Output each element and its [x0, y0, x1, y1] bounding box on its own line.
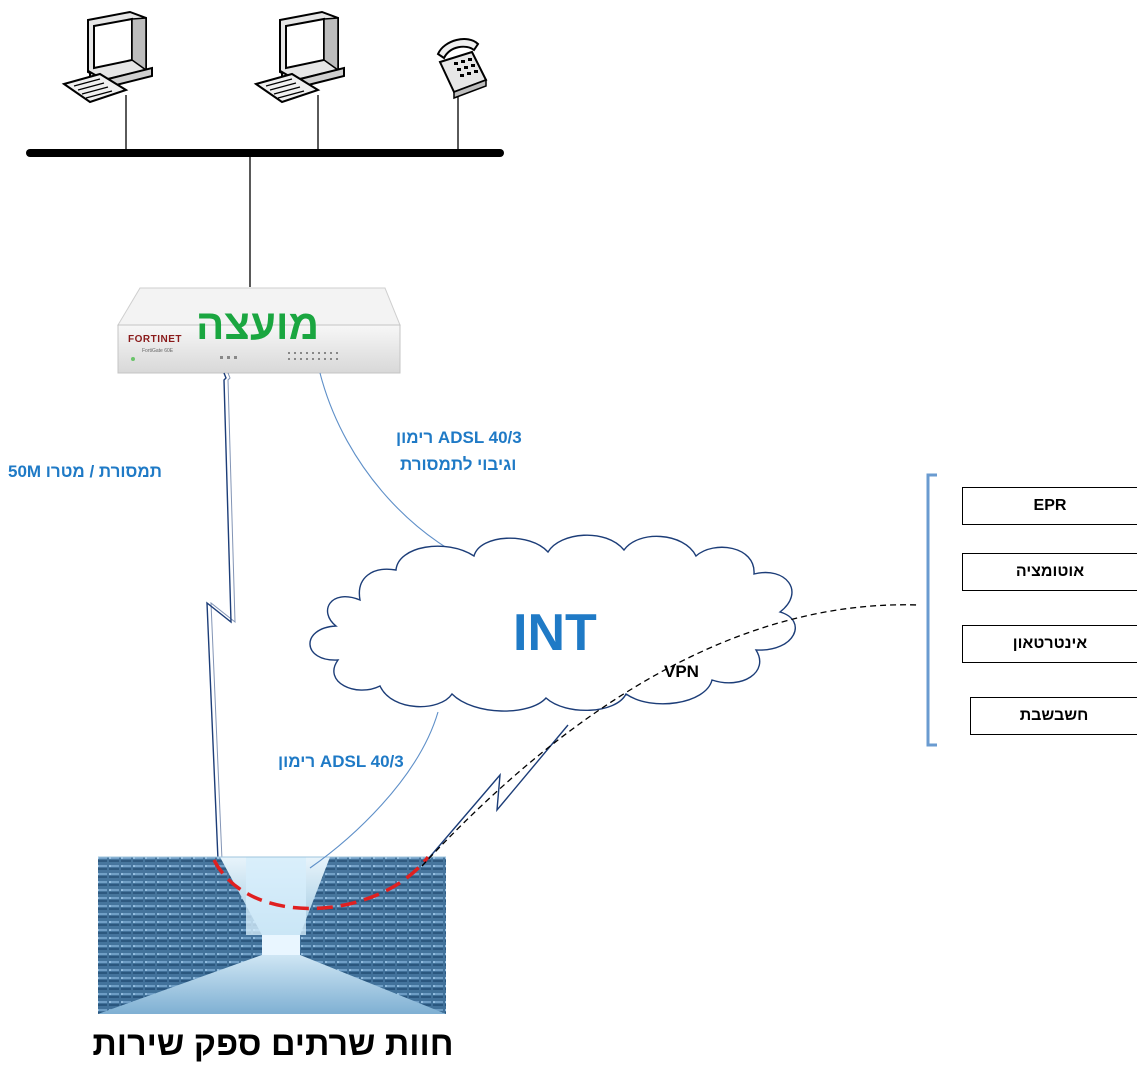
services-bracket: [926, 473, 937, 747]
redundancy-dashed-arc: [212, 855, 430, 911]
firewall-model-label: FortiGate 60E: [142, 348, 174, 354]
adsl-bottom-link-line: [309, 711, 439, 869]
vpn-label: VPN: [664, 662, 699, 681]
metro-link-line: [206, 372, 232, 861]
service-box-hashavshevet: חשבשבת: [970, 697, 1137, 735]
cloud-label: INT: [513, 604, 597, 662]
datacenter-caption: חוות שרתים ספק שירות: [92, 1025, 454, 1063]
service-box-epr: EPR: [962, 487, 1137, 525]
internet-cloud: [309, 534, 796, 712]
firewall-appliance-icon: [117, 287, 401, 374]
firewall-label: מועצה: [196, 301, 320, 348]
firewall-brand-label: FORTINET: [128, 334, 182, 345]
service-box-intertown: אינטרטאון: [962, 625, 1137, 663]
service-box-automation: אוטומציה: [962, 553, 1137, 591]
vpn-carrier-link-line: [421, 724, 569, 867]
server-room-image: [98, 856, 446, 1014]
computer-icon: [61, 10, 153, 104]
metro-link-label: תמסורת / מטרו 50M: [8, 462, 162, 481]
telephone-icon: [436, 38, 488, 100]
adsl-top-label-line1: ADSL 40/3 רימון: [396, 428, 522, 447]
adsl-top-label-line2: וגיבוי לתמסורת: [400, 455, 517, 474]
computer-icon: [253, 10, 345, 104]
adsl-bottom-label: ADSL 40/3 רימון: [278, 752, 404, 771]
